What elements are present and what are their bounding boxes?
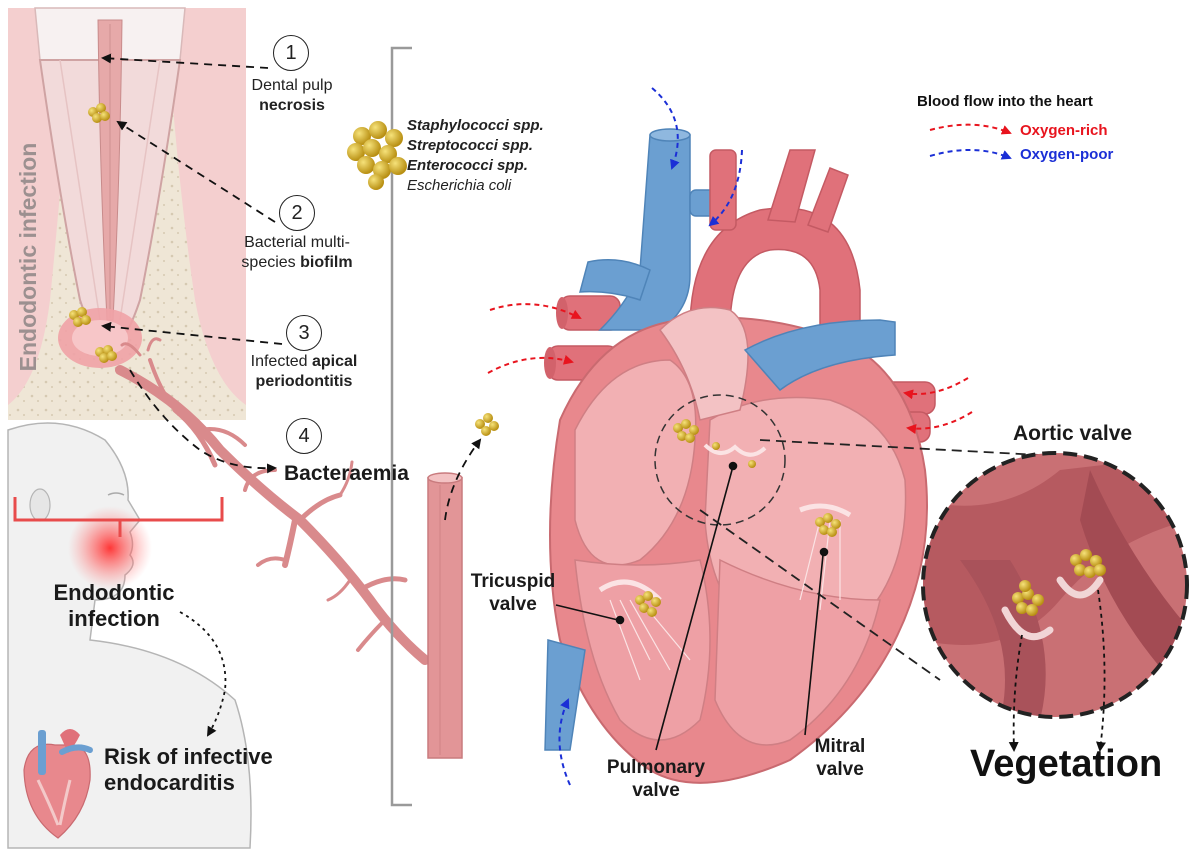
step-3-line1: Infected apical (250, 353, 358, 370)
step-3-label: Infected apical periodontitis (244, 352, 364, 392)
step-3-line2: periodontitis (255, 373, 353, 390)
bacteria-cluster-pulp (88, 103, 110, 123)
heart (544, 128, 936, 784)
bacteria-cluster-heart (635, 419, 841, 617)
step-arrows (101, 53, 482, 521)
main-vein (427, 472, 463, 759)
bacteria-list: Staphylococci spp. Streptococci spp. Ent… (407, 116, 544, 196)
tooth-cross-section (8, 7, 246, 420)
bacteria-cluster-legend (347, 121, 407, 190)
step-2-number: 2 (279, 195, 315, 231)
patient-arrow (179, 611, 227, 737)
side-title: Endodontic infection (15, 137, 45, 377)
legend-title: Blood flow into the heart (917, 93, 1093, 110)
step-1-line1: Dental pulp (251, 77, 333, 94)
step-1-label: Dental pulp necrosis (232, 76, 352, 116)
step-2-label: Bacterial multi- species biofilm (232, 233, 362, 273)
bacteria-cluster-apex (69, 307, 117, 363)
small-heart-icon (23, 729, 93, 839)
bacteria-2: Streptococci spp. (407, 137, 533, 154)
step-1-line2: necrosis (259, 97, 325, 114)
step-4-number: 4 (286, 418, 322, 454)
side-title-text: Endodontic infection (15, 142, 41, 372)
legend-oxygen-rich: Oxygen-rich (1020, 122, 1108, 139)
step-1-number: 1 (273, 35, 309, 71)
vegetation-zoom (699, 439, 1189, 752)
bacteria-4: Escherichia coli (407, 177, 512, 194)
legend-oxygen-poor: Oxygen-poor (1020, 146, 1114, 163)
bacteria-3: Enterococci spp. (407, 157, 528, 174)
vegetation-label: Vegetation (970, 743, 1163, 785)
patient-risk-label: Risk of infective endocarditis (104, 744, 273, 795)
tricuspid-valve-label: Tricuspid valve (470, 571, 556, 615)
pulmonary-valve-label: Pulmonary valve (606, 757, 706, 801)
step-2-line2: species biofilm (241, 254, 353, 271)
step-3-number: 3 (286, 315, 322, 351)
mitral-valve-label: Mitral valve (814, 736, 866, 780)
aortic-valve-label: Aortic valve (1013, 422, 1133, 445)
blood-flow-arrows (487, 87, 1012, 786)
patient-infection-label: Endodontic infection (53, 580, 175, 631)
blood-vessel-tree (115, 337, 430, 665)
bacteria-cluster-bloodstream (475, 413, 499, 436)
bacteria-1: Staphylococci spp. (407, 117, 544, 134)
valve-pointers (555, 461, 829, 751)
grey-bracket (390, 46, 412, 807)
step-2-line1: Bacterial multi- (244, 234, 350, 251)
step-4-label: Bacteraemia (284, 462, 409, 485)
